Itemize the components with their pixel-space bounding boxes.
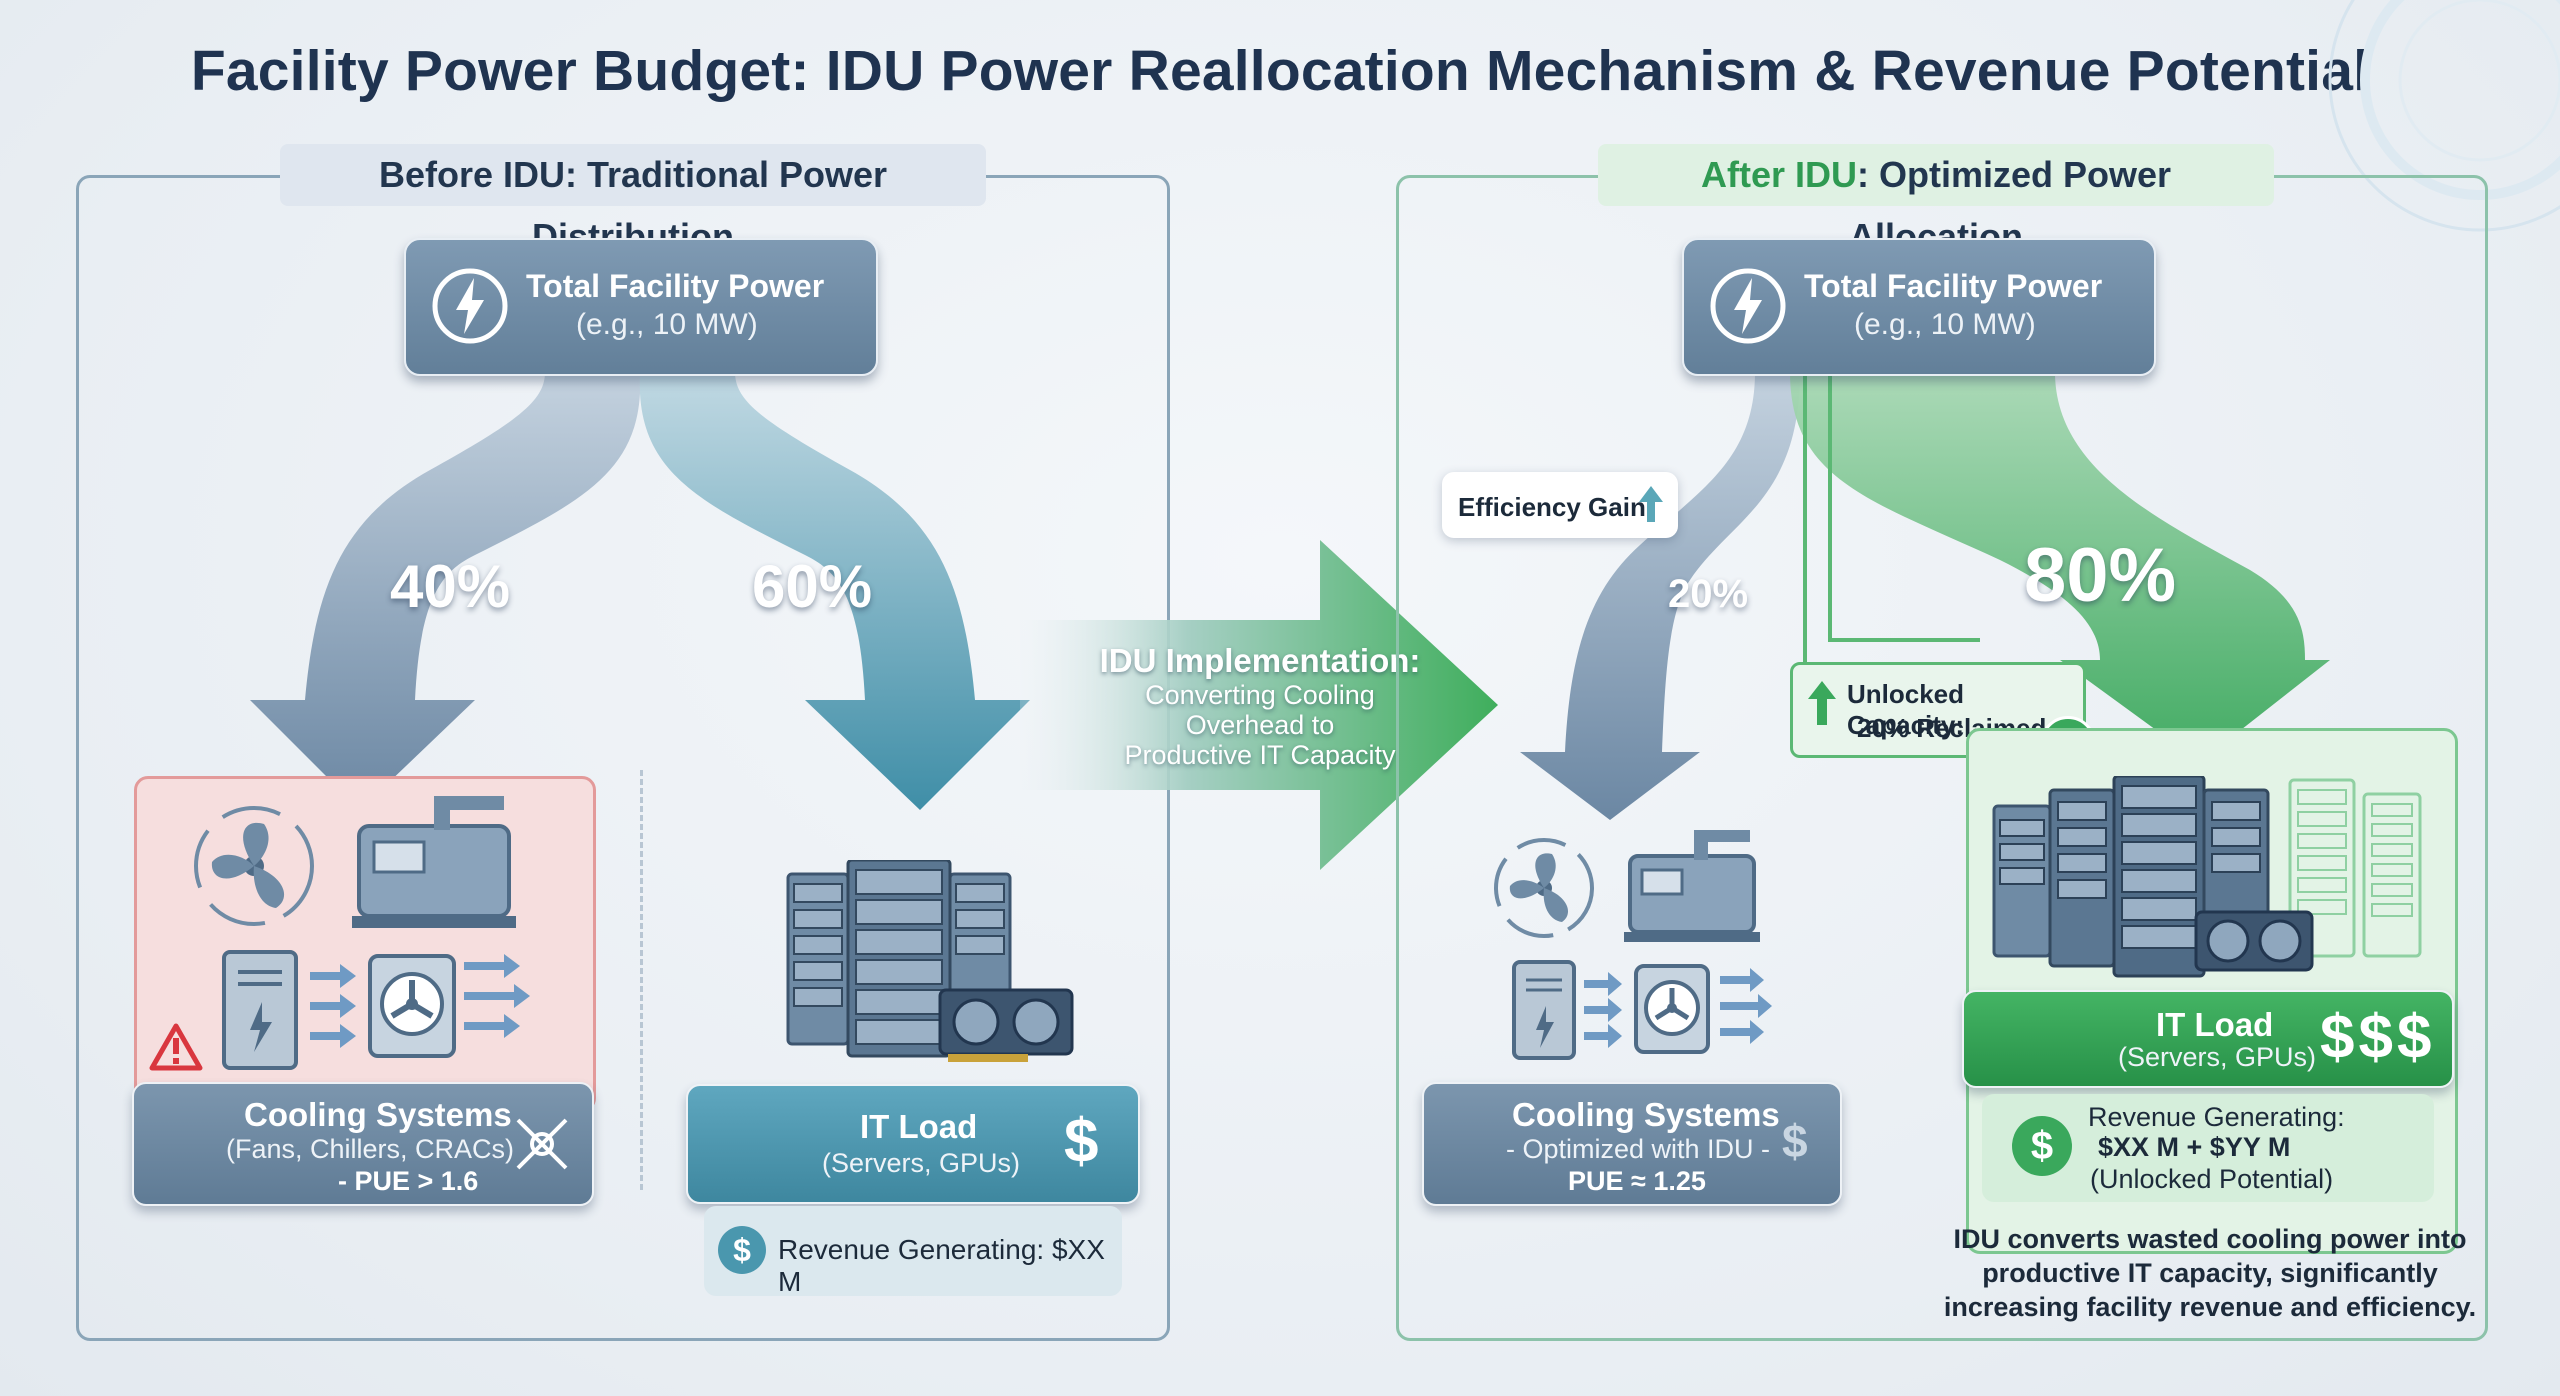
summary-line2: productive IT capacity, significantly (1982, 1258, 2438, 1288)
fan-icon (194, 806, 314, 926)
after-total-power-label: Total Facility Power (1804, 268, 2103, 304)
before-cooling-equipment (149, 796, 530, 1071)
before-cooling-label-box: Cooling Systems (Fans, Chillers, CRACs) … (132, 1082, 594, 1206)
summary-line3: increasing facility revenue and efficien… (1943, 1292, 2477, 1322)
efficiency-gain-callout: Efficiency Gain (1442, 472, 1678, 538)
before-cooling-pue: - PUE > 1.6 (338, 1166, 479, 1196)
unlocked-capacity-line1: Unlocked Capacity: (1847, 679, 1965, 740)
before-it-percentage: 60% (752, 553, 873, 620)
ghost-server-rack-icon (2288, 778, 2422, 958)
air-flow-arrows (1584, 968, 1772, 1048)
after-cooling-equipment (1494, 830, 1772, 1060)
after-it-title: IT Load (2156, 1006, 2274, 1043)
summary-text: IDU converts wasted cooling power into p… (1940, 1222, 2480, 1324)
after-it-label-box: IT Load (Servers, GPUs) $$$ (1962, 990, 2454, 1088)
after-cooling-subtitle: - Optimized with IDU - (1506, 1134, 1771, 1164)
after-total-power-box: Total Facility Power (e.g., 10 MW) (1682, 238, 2156, 376)
idu-implementation-heading: IDU Implementation: (1099, 642, 1421, 679)
crossed-tools-icon (516, 1118, 568, 1170)
after-it-subtitle: (Servers, GPUs) (2118, 1042, 2317, 1072)
fan-icon (1494, 838, 1594, 938)
gpu-icon (938, 988, 1074, 1062)
after-it-percentage: 80% (2024, 533, 2177, 618)
after-revenue-line2: $XX M + $YY M (2098, 1132, 2291, 1162)
lightning-icon (1710, 268, 1786, 344)
page-title: Facility Power Budget: IDU Power Realloc… (190, 39, 2370, 103)
after-cooling-percentage: 20% (1668, 572, 1749, 616)
arrow-up-icon (1639, 486, 1663, 522)
after-panel-title-prefix: After IDU (1700, 154, 1857, 195)
server-rack-icon (1992, 776, 2270, 978)
before-panel-title: Before IDU: Traditional Power Distributi… (280, 144, 986, 257)
before-divider (640, 770, 643, 1190)
before-it-dollar-icon: $ (1064, 1107, 1099, 1176)
idu-implementation-line1: Converting Cooling (1145, 680, 1375, 710)
idu-implementation-line3: Productive IT Capacity (1124, 740, 1396, 770)
summary-line1: IDU converts wasted cooling power into (1953, 1224, 2467, 1254)
crac-unit-icon (222, 950, 298, 1070)
before-total-power-value: (e.g., 10 MW) (576, 308, 758, 341)
after-panel-title: After IDU: Optimized Power Allocation (1598, 144, 2274, 257)
after-revenue-line1: Revenue Generating: (2088, 1102, 2345, 1132)
before-it-equipment (786, 860, 1074, 1062)
arrow-up-icon (1808, 681, 1836, 725)
ac-unit-icon (368, 954, 456, 1058)
before-it-title: IT Load (860, 1108, 978, 1145)
tech-circle-decoration (2328, 0, 2560, 232)
before-it-label-box: IT Load (Servers, GPUs) $ (686, 1084, 1140, 1204)
before-total-power-label: Total Facility Power (526, 268, 825, 304)
after-it-equipment (1992, 776, 2422, 978)
after-revenue-box: $ Revenue Generating: $XX M + $YY M (Unl… (1982, 1094, 2434, 1202)
efficiency-gain-label: Efficiency Gain (1458, 492, 1646, 522)
chiller-icon (1624, 830, 1760, 942)
gpu-icon (2194, 910, 2314, 972)
crac-unit-icon (1512, 960, 1576, 1060)
after-revenue-line3: (Unlocked Potential) (2090, 1164, 2334, 1194)
dollar-icon: $ (2012, 1116, 2072, 1176)
dollar-icon: $ (718, 1226, 766, 1274)
before-cooling-subtitle: (Fans, Chillers, CRACs) (226, 1134, 515, 1164)
after-total-power-value: (e.g., 10 MW) (1854, 308, 2036, 341)
air-flow-arrows (310, 954, 530, 1048)
before-cooling-percentage: 40% (390, 553, 511, 620)
ac-unit-icon (1634, 964, 1710, 1054)
lightning-icon (432, 268, 508, 344)
after-cooling-label-box: Cooling Systems - Optimized with IDU - P… (1422, 1082, 1842, 1206)
before-it-subtitle: (Servers, GPUs) (822, 1148, 1021, 1178)
before-revenue-text: Revenue Generating: $XX M (778, 1234, 1105, 1297)
after-cooling-dollar-icon: $ (1782, 1115, 1808, 1167)
after-cooling-title: Cooling Systems (1512, 1096, 1780, 1133)
before-total-power-box: Total Facility Power (e.g., 10 MW) (404, 238, 878, 376)
idu-implementation-arrow (1020, 540, 1498, 870)
warning-icon (149, 1023, 203, 1071)
after-cooling-pue: PUE ≈ 1.25 (1568, 1166, 1706, 1196)
chiller-icon (352, 796, 516, 928)
idu-implementation-line2: Overhead to (1185, 710, 1335, 740)
before-revenue-box: $ Revenue Generating: $XX M (704, 1206, 1122, 1297)
after-flow-arrows (1520, 370, 2330, 820)
after-it-dollar-icons: $$$ (2320, 1003, 2436, 1072)
before-flow-arrows (250, 372, 1030, 810)
before-cooling-title: Cooling Systems (244, 1096, 512, 1133)
